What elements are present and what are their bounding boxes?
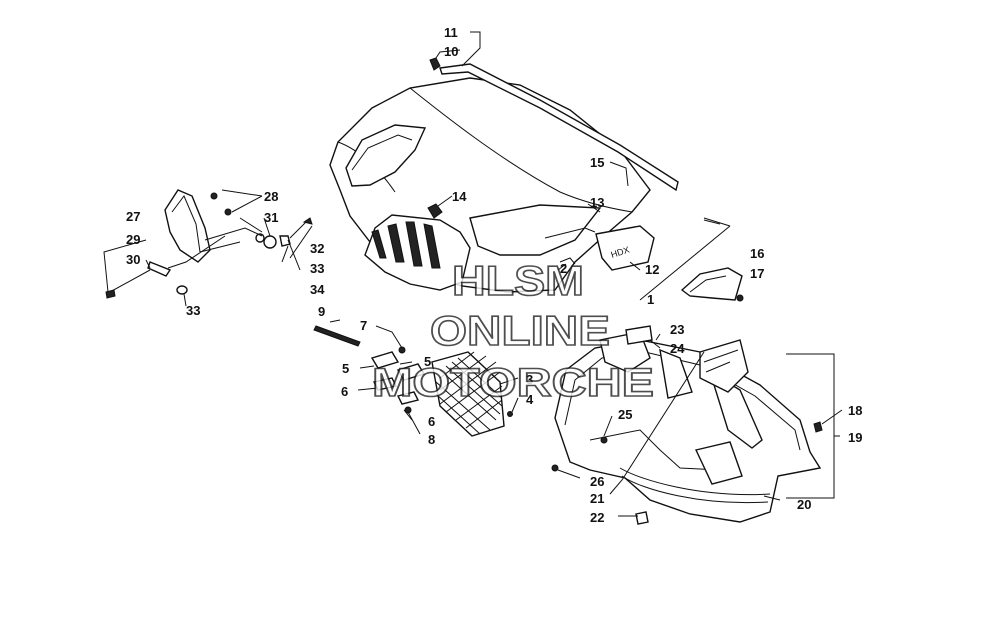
callout-28: 28 <box>264 189 278 204</box>
callout-9: 9 <box>318 304 325 319</box>
callout-25: 25 <box>618 407 632 422</box>
callout-2: 2 <box>560 261 567 276</box>
callout-6-right: 6 <box>428 414 435 429</box>
callout-labels: 1 2 3 4 5 5 6 6 7 8 9 10 11 12 13 14 15 … <box>126 25 862 525</box>
watermark-line-2: ONLINE <box>430 307 610 354</box>
callout-29: 29 <box>126 232 140 247</box>
callout-20: 20 <box>797 497 811 512</box>
knee-pad <box>680 267 744 302</box>
callout-33-right: 33 <box>310 261 324 276</box>
callout-30: 30 <box>126 252 140 267</box>
callout-18: 18 <box>848 403 862 418</box>
watermark-line-1: HLSM <box>452 257 584 304</box>
callout-5-right: 5 <box>424 354 431 369</box>
callout-16: 16 <box>750 246 764 261</box>
callout-10: 10 <box>444 44 458 59</box>
callout-3: 3 <box>526 372 533 387</box>
callout-23: 23 <box>670 322 684 337</box>
callout-21: 21 <box>590 491 604 506</box>
callout-13: 13 <box>590 195 604 210</box>
callout-31: 31 <box>264 210 278 225</box>
callout-24: 24 <box>670 341 685 356</box>
watermark: HLSM ONLINE MOTORCHE <box>371 256 655 406</box>
grille-mesh <box>435 351 503 435</box>
callout-5-left: 5 <box>342 361 349 376</box>
hood-vents <box>371 221 441 269</box>
watermark-line-3: MOTORCHE <box>372 361 654 405</box>
callout-22: 22 <box>590 510 604 525</box>
callout-15: 15 <box>590 155 604 170</box>
callout-6-left: 6 <box>341 384 348 399</box>
callout-19: 19 <box>848 430 862 445</box>
callout-7: 7 <box>360 318 367 333</box>
callout-34: 34 <box>310 282 325 297</box>
hood-assembly: HDX <box>329 77 655 293</box>
callout-14: 14 <box>452 189 467 204</box>
callout-1: 1 <box>647 292 654 307</box>
callout-33-left: 33 <box>186 303 200 318</box>
grille-assembly <box>313 325 513 437</box>
trim-strip <box>429 57 679 192</box>
callout-11: 11 <box>444 25 458 40</box>
storage-tray <box>551 325 823 525</box>
callout-4: 4 <box>526 392 534 407</box>
callout-12: 12 <box>645 262 659 277</box>
callout-8: 8 <box>428 432 435 447</box>
callout-27: 27 <box>126 209 140 224</box>
leader-lines <box>103 31 843 517</box>
callout-32: 32 <box>310 241 324 256</box>
callout-17: 17 <box>750 266 764 281</box>
callout-26: 26 <box>590 474 604 489</box>
